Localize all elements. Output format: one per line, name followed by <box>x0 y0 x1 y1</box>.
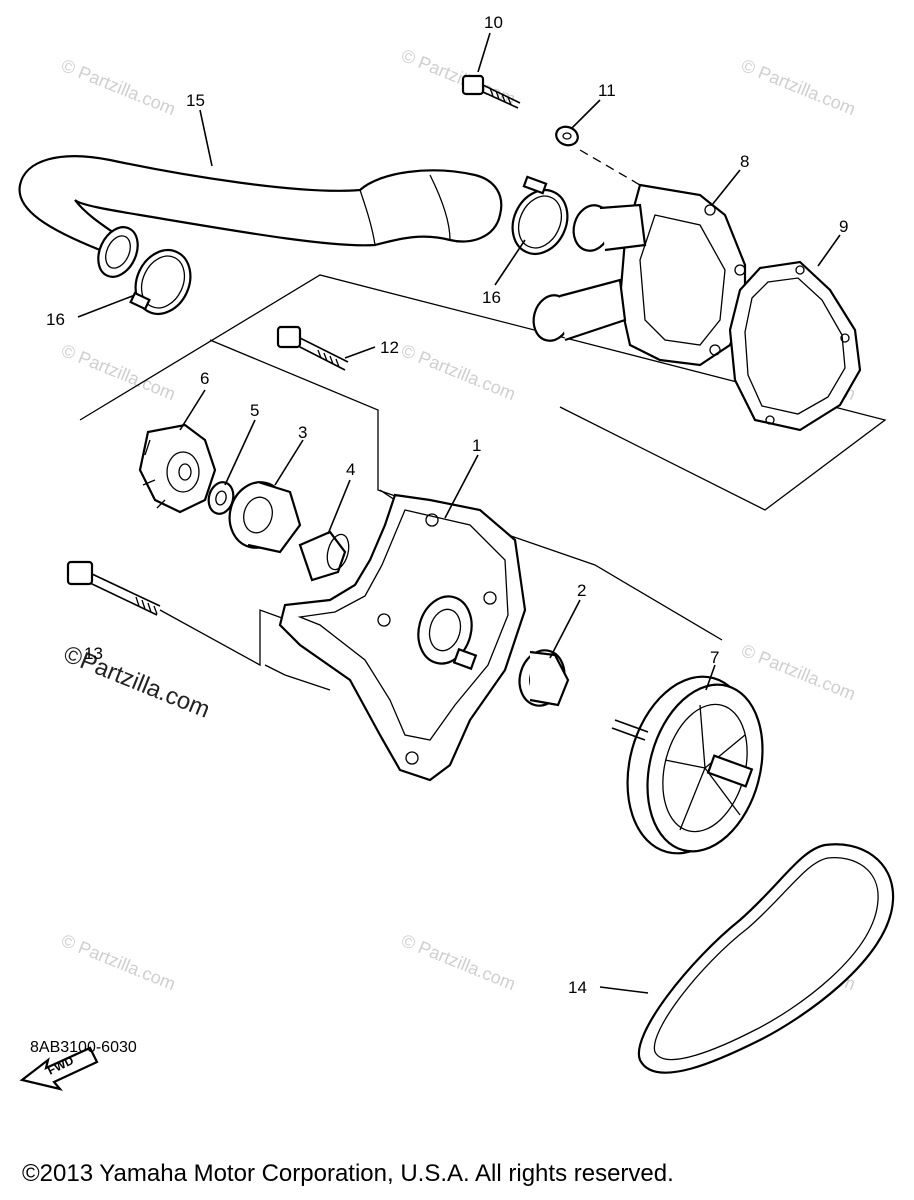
watermark: © Partzilla.com <box>739 640 859 704</box>
impeller <box>138 423 217 514</box>
bolt-upper <box>461 74 521 109</box>
mechanical-seal <box>228 480 302 554</box>
coolant-hose <box>18 155 503 278</box>
fwd-arrow-icon: FWD <box>19 1046 99 1091</box>
callout-5: 5 <box>250 401 259 420</box>
gasket <box>728 260 862 432</box>
callout-14: 14 <box>568 978 587 997</box>
watermark: © Partzilla.com <box>399 930 519 994</box>
callout-15: 15 <box>186 91 205 110</box>
watermark: © Partzilla.com <box>59 340 179 404</box>
pump-housing <box>278 493 527 782</box>
callout-leaders <box>77 32 841 994</box>
assembly-lines <box>79 149 887 691</box>
callout-3: 3 <box>298 423 307 442</box>
callout-12: 12 <box>380 338 399 357</box>
callouts: 10 11 8 9 15 16 16 12 6 5 3 4 1 2 7 13 1… <box>46 13 848 997</box>
hose-clamp-right <box>511 175 569 255</box>
callout-16-right: 16 <box>482 288 501 307</box>
drive-belt <box>637 843 895 1074</box>
washer <box>555 125 579 147</box>
callout-2: 2 <box>577 581 586 600</box>
pulley <box>611 675 764 855</box>
callout-11: 11 <box>598 81 616 100</box>
watermark: © Partzilla.com <box>59 55 179 119</box>
callout-8: 8 <box>740 152 749 171</box>
copyright-notice: ©2013 Yamaha Motor Corporation, U.S.A. A… <box>22 1160 674 1187</box>
callout-16-left: 16 <box>46 310 65 329</box>
bearing <box>518 649 570 707</box>
callout-9: 9 <box>839 217 848 236</box>
watermark: © Partzilla.com <box>59 930 179 994</box>
callout-7: 7 <box>710 648 719 667</box>
pump-cover <box>532 183 747 367</box>
bolt-long <box>66 560 161 616</box>
watermark: © Partzilla.com <box>739 55 859 119</box>
hose-clamp-left <box>129 249 192 315</box>
collar <box>298 530 350 582</box>
bolt-middle <box>276 325 349 371</box>
callout-1: 1 <box>472 436 481 455</box>
callout-10: 10 <box>484 13 503 32</box>
callout-4: 4 <box>346 460 355 479</box>
callout-6: 6 <box>200 369 209 388</box>
watermark: © Partzilla.com <box>399 340 519 404</box>
callout-13: 13 <box>84 644 103 663</box>
watermark-main: ©Partzilla.com <box>60 641 214 724</box>
drawing-code: 8AB3100-6030 <box>30 1039 137 1056</box>
